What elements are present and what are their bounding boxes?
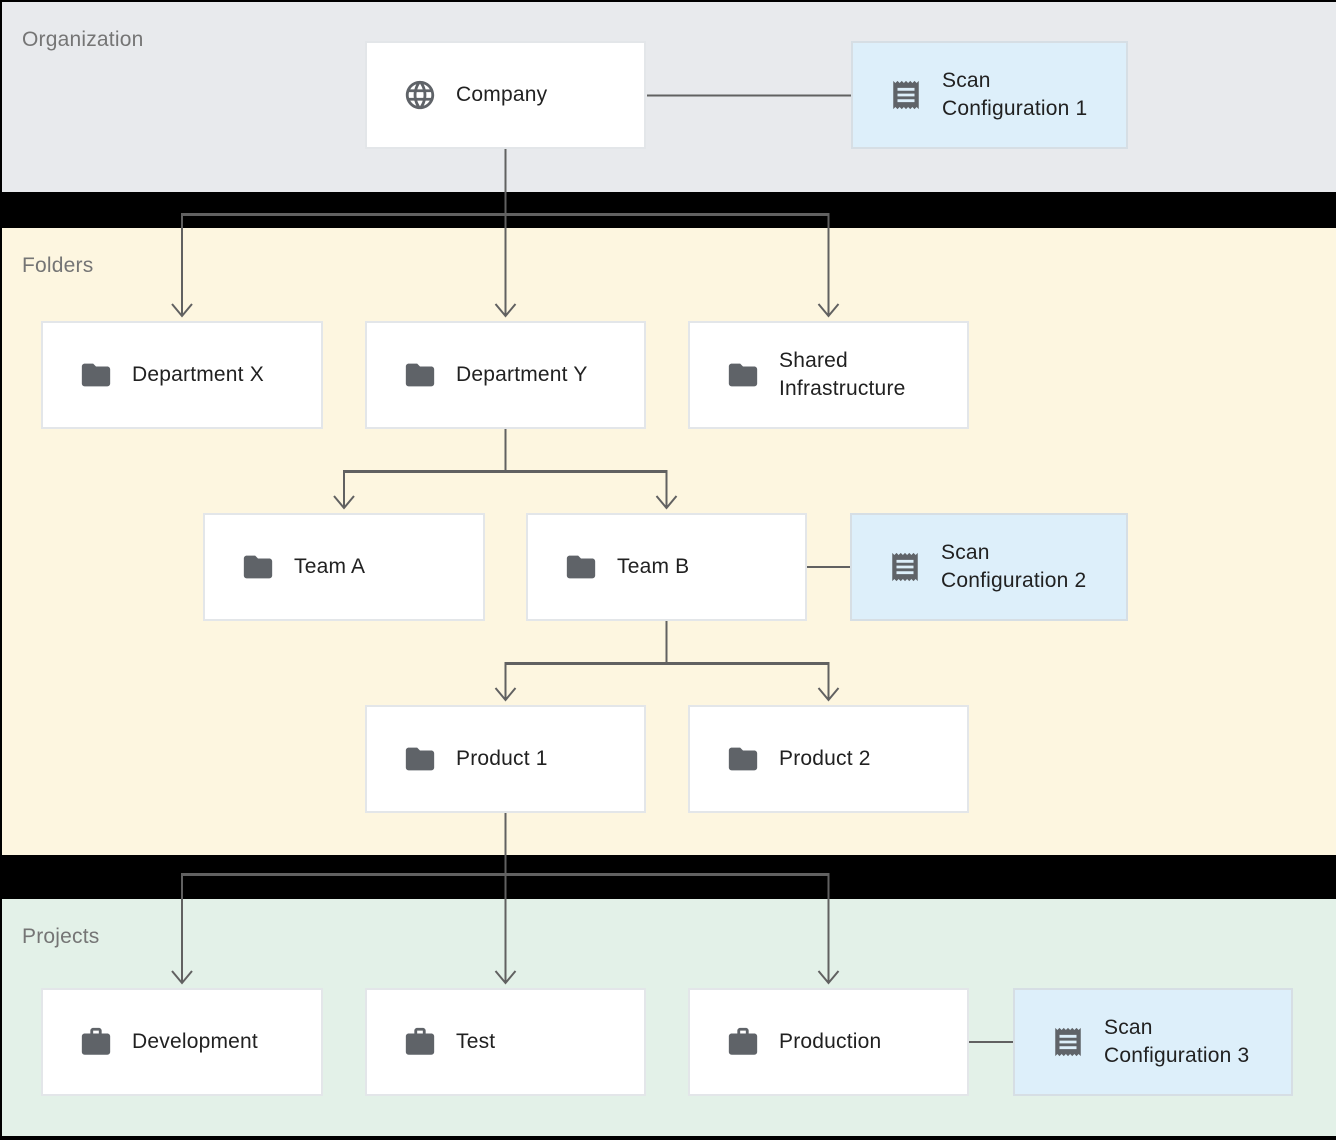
node-team-b: Team B — [526, 513, 807, 621]
receipt-icon — [1051, 1025, 1085, 1059]
node-production: Production — [688, 988, 969, 1096]
node-scan-configuration-3: Scan Configuration 3 — [1013, 988, 1293, 1096]
node-label: Shared Infrastructure — [779, 349, 906, 400]
folder-icon — [403, 358, 437, 392]
folder-icon — [403, 742, 437, 776]
folder-icon — [241, 550, 275, 584]
projects-section-label: Projects — [22, 925, 100, 948]
node-label: Scan Configuration 3 — [1104, 1016, 1250, 1067]
node-label: Company — [456, 83, 548, 106]
folder-icon — [726, 742, 760, 776]
folder-icon — [726, 358, 760, 392]
receipt-icon — [888, 550, 922, 584]
organization-section-label: Organization — [22, 28, 144, 51]
node-label: Department X — [132, 363, 264, 386]
folders-section-label: Folders — [22, 254, 94, 277]
node-label: Team B — [617, 555, 690, 578]
briefcase-icon — [79, 1025, 113, 1059]
node-test: Test — [365, 988, 646, 1096]
node-product-1: Product 1 — [365, 705, 646, 813]
node-label: Scan Configuration 2 — [941, 541, 1087, 592]
node-team-a: Team A — [203, 513, 485, 621]
node-department-x: Department X — [41, 321, 323, 429]
node-label: Test — [456, 1030, 496, 1053]
folder-icon — [79, 358, 113, 392]
node-label: Development — [132, 1030, 258, 1053]
node-department-y: Department Y — [365, 321, 646, 429]
node-label: Product 2 — [779, 747, 871, 770]
node-label: Product 1 — [456, 747, 548, 770]
node-product-2: Product 2 — [688, 705, 969, 813]
briefcase-icon — [403, 1025, 437, 1059]
organization-section: Organization — [2, 2, 1336, 192]
receipt-icon — [889, 78, 923, 112]
node-scan-configuration-2: Scan Configuration 2 — [850, 513, 1128, 621]
node-shared-infrastructure: Shared Infrastructure — [688, 321, 969, 429]
node-label: Production — [779, 1030, 882, 1053]
node-development: Development — [41, 988, 323, 1096]
node-scan-configuration-1: Scan Configuration 1 — [851, 41, 1128, 149]
briefcase-icon — [726, 1025, 760, 1059]
node-company: Company — [365, 41, 646, 149]
globe-icon — [403, 78, 437, 112]
node-label: Department Y — [456, 363, 588, 386]
folder-icon — [564, 550, 598, 584]
node-label: Team A — [294, 555, 366, 578]
node-label: Scan Configuration 1 — [942, 69, 1088, 120]
